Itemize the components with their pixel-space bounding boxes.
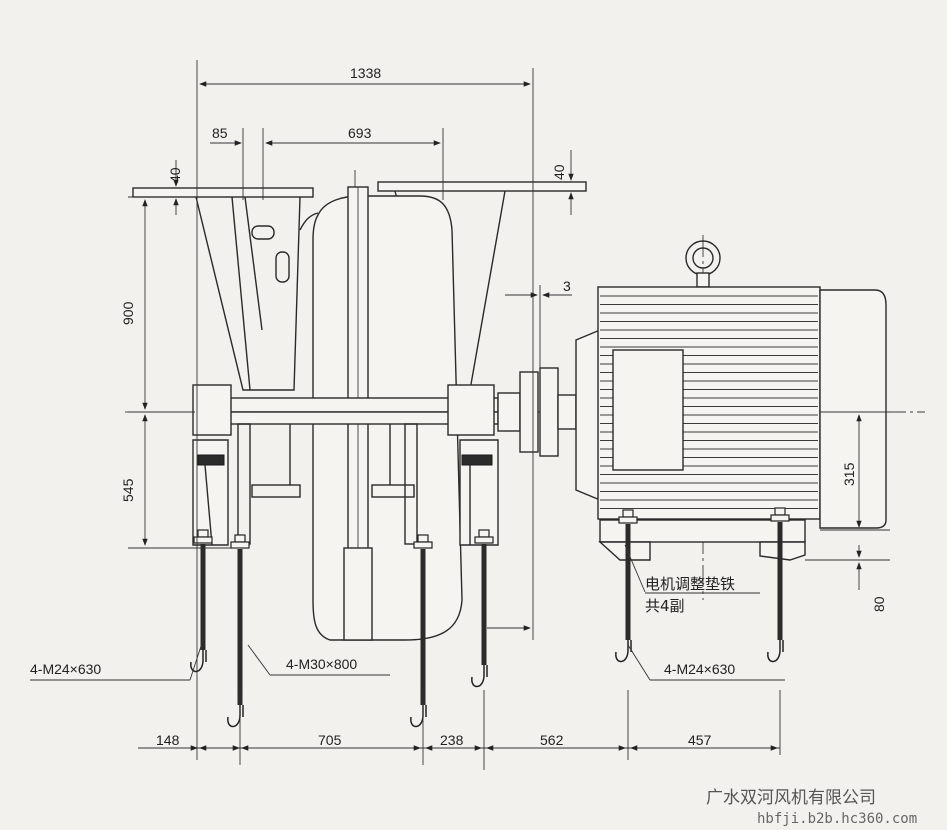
bolt-left-label: 4-M24×630 <box>30 661 101 677</box>
motor <box>575 240 887 561</box>
dim-457: 457 <box>688 732 712 748</box>
motor-shim-label: 电机调整垫铁 <box>645 575 735 593</box>
dim-315: 315 <box>841 462 857 486</box>
motor-shim-count: 共4副 <box>645 597 685 615</box>
left-top-flange <box>132 187 314 198</box>
right-top-flange <box>377 181 587 192</box>
dim-562: 562 <box>540 732 564 748</box>
dim-148: 148 <box>156 732 180 748</box>
anchor-bolt <box>471 529 494 688</box>
watermark: 广水双河风机有限公司 hbfji.b2b.hc360.com <box>706 788 917 827</box>
dim-545: 545 <box>120 478 136 502</box>
dim-85: 85 <box>212 125 228 141</box>
bolt-mid-label: 4-M30×800 <box>286 656 357 672</box>
fan-cowl <box>819 289 887 529</box>
anchor-bolt <box>767 507 790 663</box>
watermark-company: 广水双河风机有限公司 <box>706 788 876 808</box>
dimension-lines <box>30 60 890 770</box>
dim-3: 3 <box>563 278 571 294</box>
anchor-bolts <box>190 507 790 728</box>
watermark-url: hbfji.b2b.hc360.com <box>757 811 917 827</box>
dim-705: 705 <box>318 732 342 748</box>
left-foot <box>192 439 229 546</box>
dim-900: 900 <box>120 301 136 325</box>
motor-shim-left <box>598 541 651 561</box>
anchor-bolt <box>227 534 250 728</box>
bearing-frame <box>192 384 499 546</box>
left-inlet-duct <box>195 196 301 391</box>
dim-40-right: 40 <box>551 164 567 180</box>
dimension-text: 1338 85 693 40 40 3 900 545 315 80 148 7… <box>30 65 887 748</box>
dim-1338: 1338 <box>350 65 381 81</box>
motor-base <box>599 519 806 543</box>
dim-40-left: 40 <box>167 167 183 183</box>
anchor-bolt <box>190 529 213 673</box>
anchor-bolt <box>410 534 433 728</box>
dim-238: 238 <box>440 732 464 748</box>
dim-80: 80 <box>871 596 887 612</box>
bolt-right-label: 4-M24×630 <box>664 661 735 677</box>
dim-693: 693 <box>348 125 372 141</box>
coupling <box>497 367 577 457</box>
motor-body <box>597 286 821 520</box>
